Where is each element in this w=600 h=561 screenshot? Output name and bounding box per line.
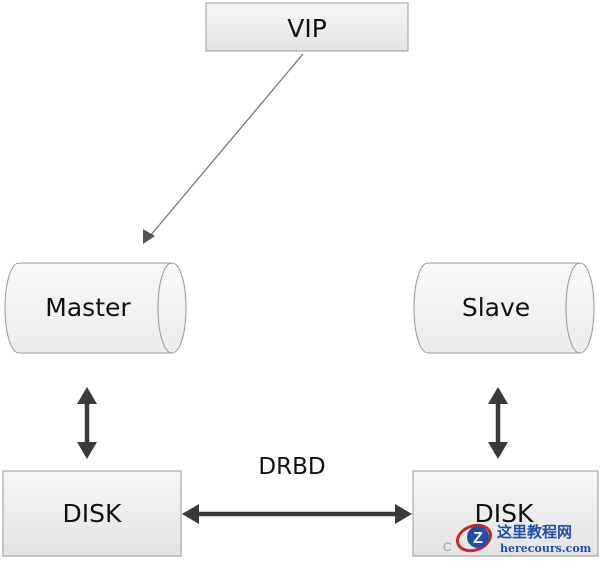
watermark-logo-icon: Z (456, 523, 492, 553)
vip-label: VIP (287, 14, 327, 43)
site-watermark: C Z 这里教程网 herecours.com (443, 523, 592, 555)
disk-left-box (2, 470, 182, 557)
disk-right-box (412, 470, 599, 557)
watermark-site-name: 这里教程网 (497, 523, 572, 541)
disk-left-label: DISK (63, 499, 122, 528)
master-label: Master (45, 293, 131, 322)
slave-label: Slave (462, 293, 530, 322)
drbd-link-arrow (182, 504, 412, 524)
slave-cylinder-rim (565, 262, 581, 354)
disk-left-node: DISK (2, 470, 182, 557)
vip-box (205, 2, 409, 52)
slave-node: Slave (413, 262, 595, 354)
disk-right-node: DISK (412, 470, 599, 557)
master-node: Master (4, 262, 187, 354)
disk-right-label: DISK (475, 499, 534, 528)
watermark-site-url: herecours.com (500, 542, 592, 555)
slave-disk-arrow (488, 387, 508, 459)
vip-to-master-arrow (143, 53, 304, 244)
master-cylinder-rim (157, 262, 173, 354)
watermark-stray-char: C (443, 540, 452, 554)
drbd-label: DRBD (258, 454, 325, 480)
master-disk-arrow (77, 387, 97, 459)
vip-node: VIP (205, 2, 409, 52)
svg-text:Z: Z (473, 530, 483, 547)
